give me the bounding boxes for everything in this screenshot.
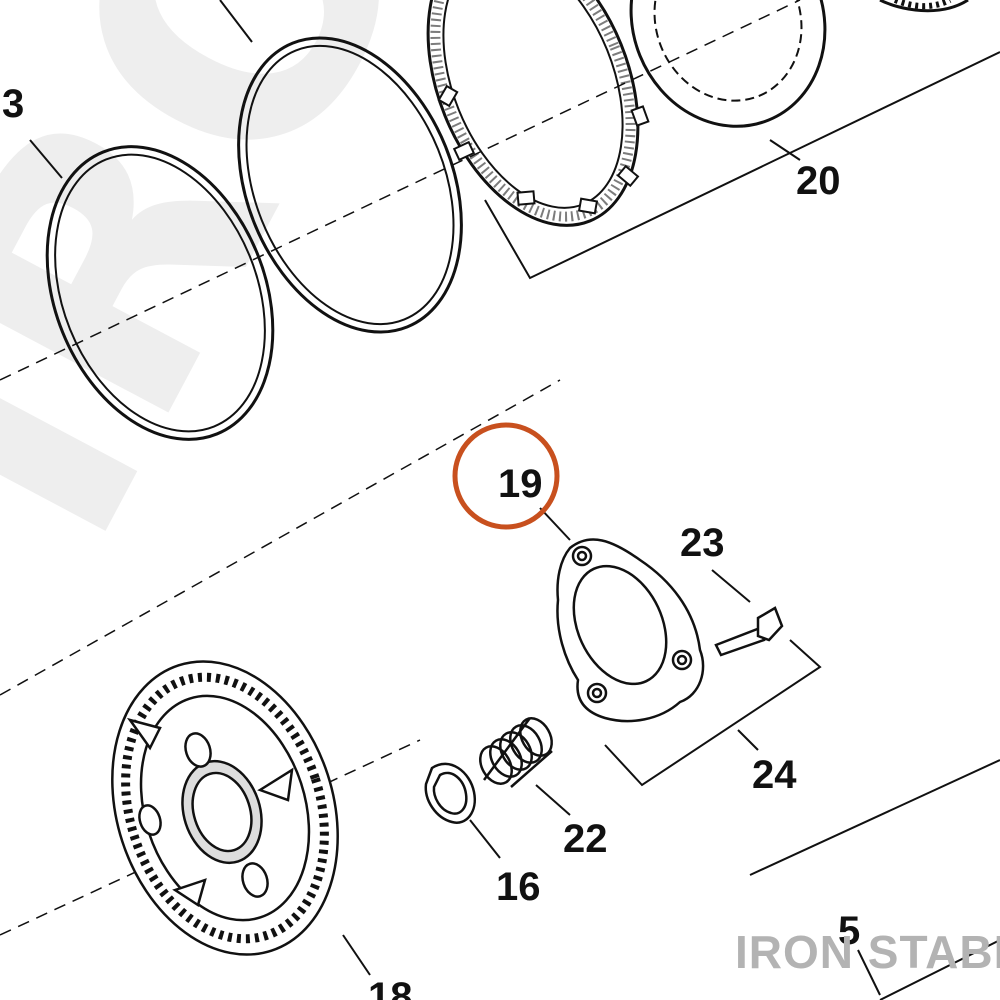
callout-24: 24 [752,753,797,797]
callout-18: 18 [368,975,413,1000]
highlight-circle [452,422,560,530]
washer-part-16 [424,762,477,824]
callout-16: 16 [496,865,541,909]
bracket-part-20 [484,51,1000,280]
callout-19: 19 [498,462,543,506]
clutch-hub-part-18 [111,660,339,956]
steel-plate [629,0,827,128]
spring-part-22 [479,717,553,788]
o-ring-part-3 [45,145,275,441]
callout-5: 5 [838,909,860,953]
callout-labels: 3 20 19 23 24 22 16 18 5 [2,82,860,1000]
callout-3: 3 [2,82,24,126]
brand-text: IRON STABLE [735,926,1000,978]
guide-lines [749,759,1000,1000]
o-ring-middle [237,36,463,334]
plate-part-19 [556,538,705,723]
bolt-part-23 [714,606,784,657]
leader-lines [29,0,881,996]
callout-20: 20 [796,159,841,203]
partial-plate-top-right [879,0,969,13]
callout-22: 22 [563,817,608,861]
callout-23: 23 [680,521,725,565]
